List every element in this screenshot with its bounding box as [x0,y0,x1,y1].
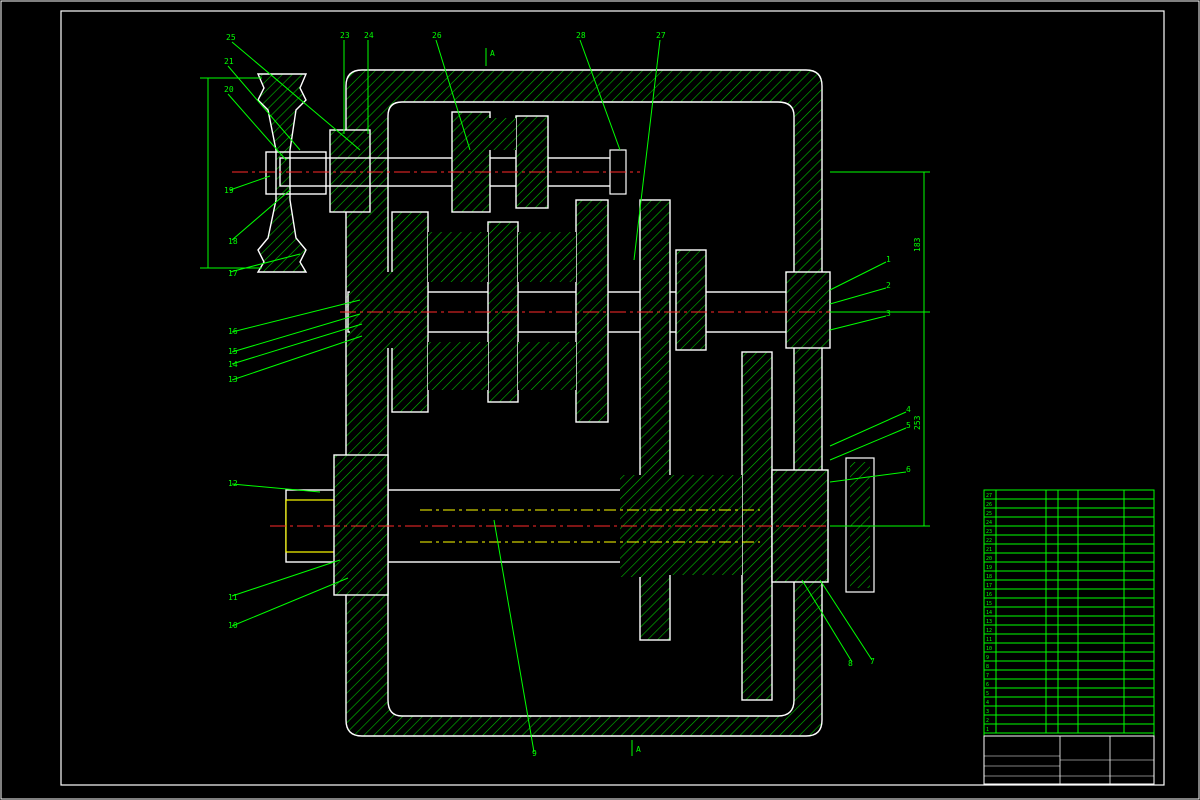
part-label-11: 11 [228,593,238,602]
part-label-17: 17 [228,269,238,278]
part-label-27: 27 [656,31,666,40]
part-label-14: 14 [228,360,238,369]
section-mark-bottom: A [636,745,641,754]
part-label-15: 15 [228,347,238,356]
part-label-19: 19 [224,186,234,195]
part-label-9: 9 [532,749,537,758]
bom-row-number: 12 [986,628,992,634]
bom-row-number: 17 [986,583,992,589]
part-label-13: 13 [228,375,238,384]
bom-row-number: 11 [986,637,992,643]
v-belt-pulley [256,73,371,273]
bom-row-number: 24 [986,520,992,526]
part-label-7: 7 [870,657,875,666]
bom-row-number: 14 [986,610,992,616]
dimension-v1: 183 [913,237,922,252]
part-label-10: 10 [228,621,238,630]
part-label-12: 12 [228,479,238,488]
bill-of-materials: 2726252423222120191817161514131211109876… [983,489,1155,737]
part-label-24: 24 [364,31,374,40]
part-label-2: 2 [886,281,891,290]
part-label-1: 1 [886,255,891,264]
bom-row-number: 15 [986,601,992,607]
bom-row-number: 10 [986,646,992,652]
bom-row-number: 2 [986,718,989,724]
bom-row-number: 27 [986,493,992,499]
part-label-16: 16 [228,327,238,336]
bom-row-number: 16 [986,592,992,598]
part-label-8: 8 [848,659,853,668]
bom-row-number: 8 [986,664,989,670]
part-label-18: 18 [228,237,238,246]
part-label-20: 20 [224,85,234,94]
bom-row-number: 26 [986,502,992,508]
part-labels: 25 21 20 19 18 17 23 24 26 28 27 1 2 3 1… [224,31,911,758]
part-label-21: 21 [224,57,234,66]
part-label-28: 28 [576,31,586,40]
bom-row-number: 25 [986,511,992,517]
dimension-pulley [200,77,262,269]
part-label-3: 3 [886,309,891,318]
bom-row-number: 19 [986,565,992,571]
bom-row-number: 6 [986,682,989,688]
bom-row-number: 9 [986,655,989,661]
bom-row-number: 5 [986,691,989,697]
gearbox-housing [345,69,823,737]
section-mark-top: A [490,49,495,58]
bom-row-number: 23 [986,529,992,535]
bom-row-number: 13 [986,619,992,625]
title-block [983,735,1155,785]
leader-lines [227,39,907,753]
input-shaft [279,111,627,213]
bom-row-number: 4 [986,700,989,706]
bom-row-number: 7 [986,673,989,679]
part-label-5: 5 [906,421,911,430]
part-label-4: 4 [906,405,911,414]
part-label-25: 25 [226,33,236,42]
bom-row-number: 1 [986,727,989,733]
bom-row-number: 22 [986,538,992,544]
bom-row-number: 20 [986,556,992,562]
bom-row-number: 21 [986,547,992,553]
bom-row-number: 18 [986,574,992,580]
dimension-v2: 253 [913,415,922,430]
bom-row-number: 3 [986,709,989,715]
inner-frame [60,10,1165,786]
part-label-6: 6 [906,465,911,474]
dimension-centers [830,171,930,527]
part-label-26: 26 [432,31,442,40]
part-label-23: 23 [340,31,350,40]
